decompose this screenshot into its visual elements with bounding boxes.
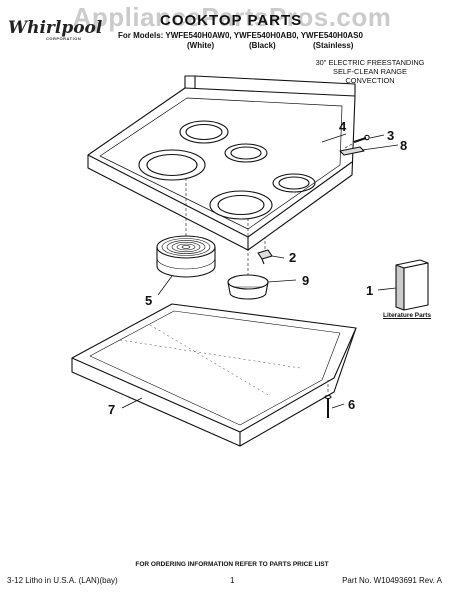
brand-logo-subtext: CORPORATION: [46, 36, 82, 41]
burner-element: [224, 143, 268, 163]
callout-part-1: 1: [366, 283, 374, 298]
callout-leaders: [121, 133, 399, 409]
callout-part-2: 2: [289, 250, 297, 265]
literature-parts-label: Literature Parts: [383, 312, 432, 319]
radiant-element-part: [156, 235, 216, 278]
description-line: SELF-CLEAN RANGE: [333, 67, 407, 76]
description-line: CONVECTION: [345, 76, 395, 85]
callout-part-8: 8: [400, 138, 408, 153]
cooktop-glass: [87, 75, 356, 251]
burner-element: [209, 190, 273, 220]
element-clip-part: [257, 249, 273, 265]
watermark: AppliancePartsPros.com: [72, 2, 392, 32]
cooktop-support-part: [71, 303, 357, 447]
product-description: 30" ELECTRIC FREESTANDING SELF-CLEAN RAN…: [290, 58, 450, 85]
burner-element: [272, 173, 316, 193]
screw-part: [324, 394, 332, 418]
bracket-part: [339, 146, 365, 156]
burner-element: [179, 120, 229, 144]
callout-part-6: 6: [348, 397, 356, 412]
callout-part-4: 4: [339, 119, 347, 134]
callout-part-7: 7: [108, 402, 116, 417]
brand-logo: Whirlpool: [8, 18, 103, 38]
callout-part-9: 9: [302, 273, 310, 288]
screw-part: [353, 134, 370, 143]
description-line: 30" ELECTRIC FREESTANDING: [315, 58, 425, 67]
ordering-note: FOR ORDERING INFORMATION REFER TO PARTS …: [135, 561, 329, 568]
callout-part-5: 5: [145, 293, 153, 308]
page-number: 1: [230, 576, 235, 585]
litho-info: 3-12 Litho in U.S.A. (LAN)(bay): [7, 576, 118, 585]
literature-booklet: [395, 259, 429, 311]
part-number: Part No. W10493691 Rev. A: [342, 576, 442, 585]
burner-element: [138, 149, 206, 181]
model-list: For Models: YWFE540H0AW0, YWFE540H0AB0, …: [118, 31, 363, 40]
variant-black: (Black): [249, 41, 276, 50]
page-title: COOKTOP PARTS: [160, 12, 303, 29]
callout-part-3: 3: [387, 128, 395, 143]
variant-white: (White): [187, 41, 215, 50]
insulator-part: [227, 274, 269, 300]
assembly-guides: [185, 143, 353, 392]
variant-stainless: (Stainless): [313, 41, 354, 50]
